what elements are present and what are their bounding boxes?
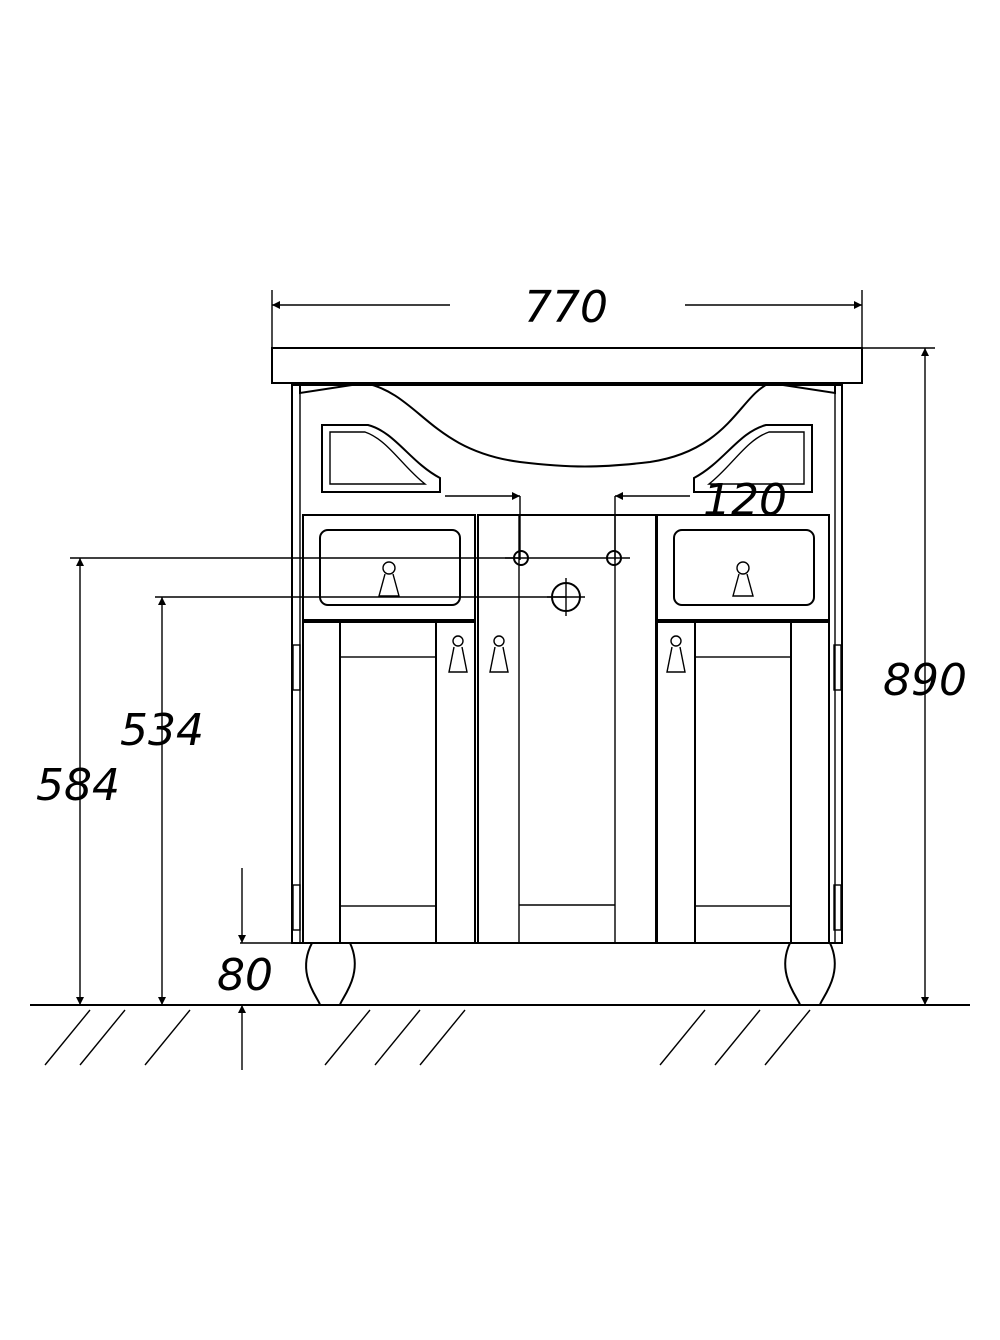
cabinet-body [291, 384, 843, 1006]
dimension-inlet-lower: 534 [120, 596, 566, 1005]
tap-spacing-label: 120 [703, 475, 787, 526]
basin-top [271, 347, 863, 468]
floor [30, 1004, 970, 1066]
inlet-upper-label: 584 [36, 760, 120, 811]
drawer-handle-icon [378, 561, 400, 597]
pipe-inlets [505, 550, 630, 616]
dimension-width: 770 [271, 282, 863, 348]
door-handle-icon [489, 635, 509, 673]
width-label: 770 [524, 282, 608, 333]
dimension-inlet-upper: 584 [36, 557, 520, 1005]
dimension-tap-spacing: 120 [445, 475, 787, 560]
drawer-handle-icon [732, 561, 754, 597]
foot [305, 942, 356, 1006]
inlet-lower-label: 534 [120, 705, 204, 756]
hinge-icon [292, 644, 842, 931]
foot [784, 942, 836, 1006]
door-handle-icon [666, 635, 686, 673]
dimension-leg-height: 80 [217, 868, 328, 1070]
door-handle-icon [448, 635, 468, 673]
height-label: 890 [883, 655, 967, 706]
dimension-height: 890 [862, 347, 967, 1005]
leg-height-label: 80 [217, 950, 273, 1001]
